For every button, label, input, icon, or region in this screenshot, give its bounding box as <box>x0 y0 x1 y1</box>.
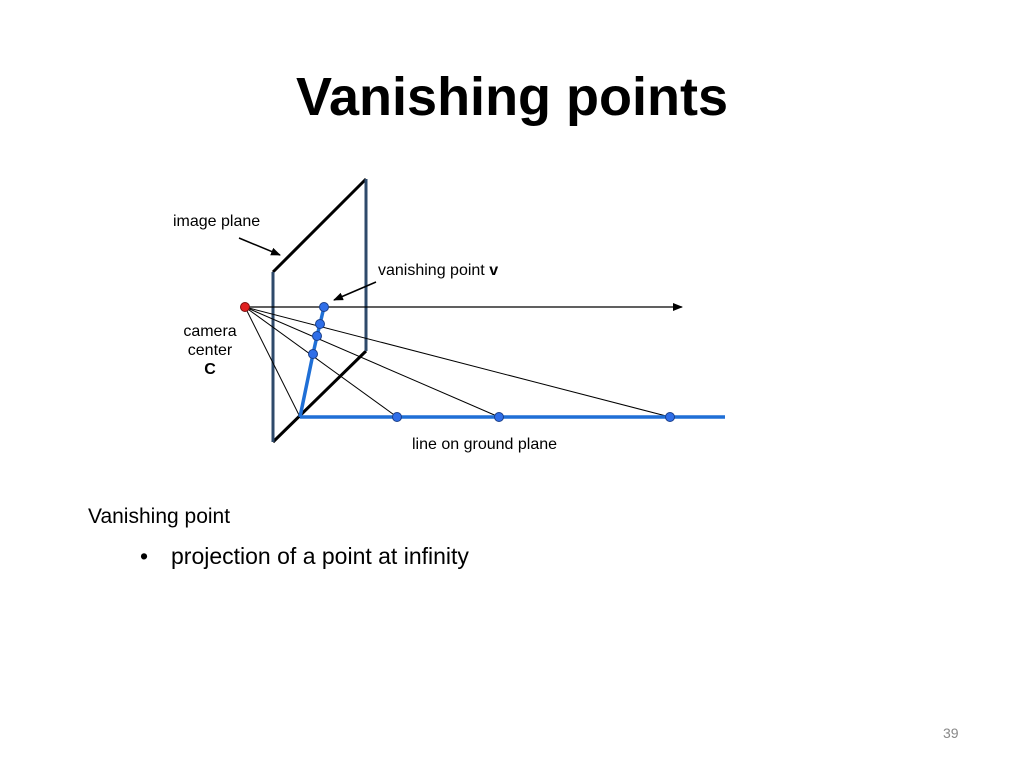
vanishing-point-dot <box>319 302 329 312</box>
image-plane-bottom-edge <box>271 349 368 444</box>
vanishing-point-symbol: v <box>489 262 499 279</box>
camera-center-label: camera center C <box>170 322 250 379</box>
image-point <box>312 331 322 341</box>
bullet-item: • projection of a point at infinity <box>140 543 469 570</box>
vanishing-point-callout-arrow <box>333 281 377 301</box>
image-plane-top-edge <box>271 177 368 274</box>
ground-line-label: line on ground plane <box>412 436 558 453</box>
bullet-marker: • <box>140 543 149 569</box>
bullet-text: projection of a point at infinity <box>171 543 469 569</box>
image-point <box>315 319 325 329</box>
section-heading: Vanishing point <box>88 505 231 528</box>
camera-center-symbol: C <box>204 361 216 378</box>
page-number: 39 <box>943 725 959 741</box>
camera-label-line2: center <box>187 342 233 359</box>
camera-center-dot <box>240 302 250 312</box>
slide-title: Vanishing points <box>295 67 729 127</box>
ground-point <box>665 412 675 422</box>
image-plane-callout-arrow <box>238 237 281 256</box>
ground-point <box>392 412 402 422</box>
projection-ray <box>244 306 500 418</box>
projection-ray <box>244 306 398 418</box>
camera-label-line1: camera <box>183 323 237 340</box>
vanishing-point-label-text: vanishing point <box>378 262 490 279</box>
projection-ray <box>244 306 671 418</box>
vanishing-point-label: vanishing point v <box>378 261 498 280</box>
image-point <box>308 349 318 359</box>
ground-point <box>494 412 504 422</box>
projection-ray <box>244 306 301 418</box>
image-plane-label: image plane <box>173 213 261 230</box>
